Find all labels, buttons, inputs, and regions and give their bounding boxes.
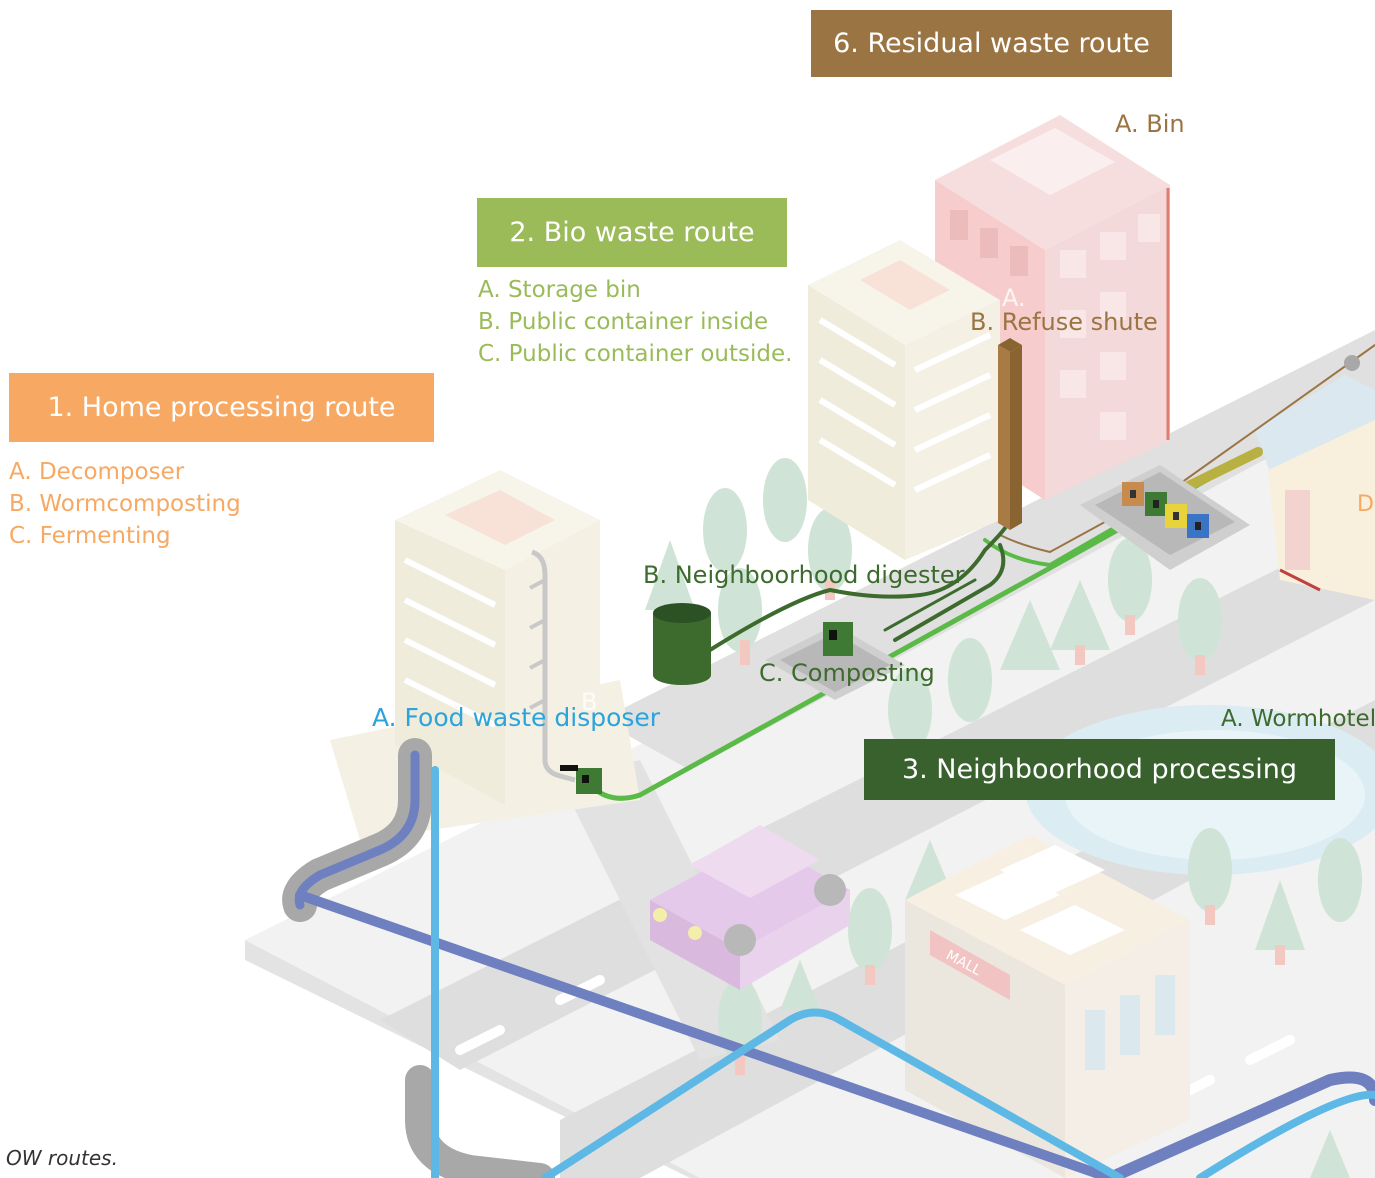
home-processing-route-text: 1. Home processing route [47,392,396,423]
label-d-cut: D [1357,492,1374,517]
right-building [1255,375,1375,600]
sewer-pipes [282,738,1375,1178]
label-bin: A. Bin [1115,110,1185,138]
refuse-shute [998,338,1022,530]
home-unit [560,765,602,794]
label-a-faint: A. [1002,284,1026,312]
bio-item-public-inside: B. Public container inside [478,309,769,335]
bio-waste-route-items: A. Storage bin B. Public container insid… [478,274,792,370]
bio-waste-route-title: 2. Bio waste route [477,198,787,267]
composting-platform [765,622,905,700]
label-refuse-shute: B. Refuse shute [970,308,1158,336]
home-processing-route-items: A. Decomposer B. Wormcomposting C. Ferme… [9,456,241,552]
home-item-decomposer: A. Decomposer [9,459,185,485]
car [650,825,850,990]
home-item-wormcomposting: B. Wormcomposting [9,491,241,517]
home-item-fermenting: C. Fermenting [9,523,171,549]
neighborhood-processing-text: 3. Neighboorhood processing [901,754,1298,785]
bio-item-storage-bin: A. Storage bin [478,277,641,303]
bio-building [808,240,1000,560]
bins-platform [1080,465,1250,570]
yellow-bin [1165,504,1187,528]
label-food-waste-disposer: A. Food waste disposer [372,703,661,732]
home-building [395,470,600,805]
figure-caption: OW routes. [6,1146,118,1170]
label-wormhotel: A. Wormhotel [1221,706,1375,732]
residual-waste-route-title: 6. Residual waste route [811,10,1172,77]
bio-waste-route-text: 2. Bio waste route [509,217,755,248]
bio-item-public-outside: C. Public container outside. [478,341,793,367]
label-b-faint: B [581,688,598,716]
residual-waste-route-text: 6. Residual waste route [833,28,1150,59]
trees [645,458,1362,1178]
neighborhood-processing-title: 3. Neighboorhood processing [864,739,1335,800]
green-bin [1145,492,1167,516]
digester-tank [653,603,711,685]
mall-building: MALL [905,835,1190,1178]
home-processing-route-title: 1. Home processing route [9,373,434,442]
blue-bin [1187,514,1209,538]
label-composting: C. Composting [759,659,935,687]
label-neighborhood-digester: B. Neighboorhood digester [643,561,965,589]
orange-bin [1122,482,1144,506]
pipe-cap [1344,355,1360,371]
